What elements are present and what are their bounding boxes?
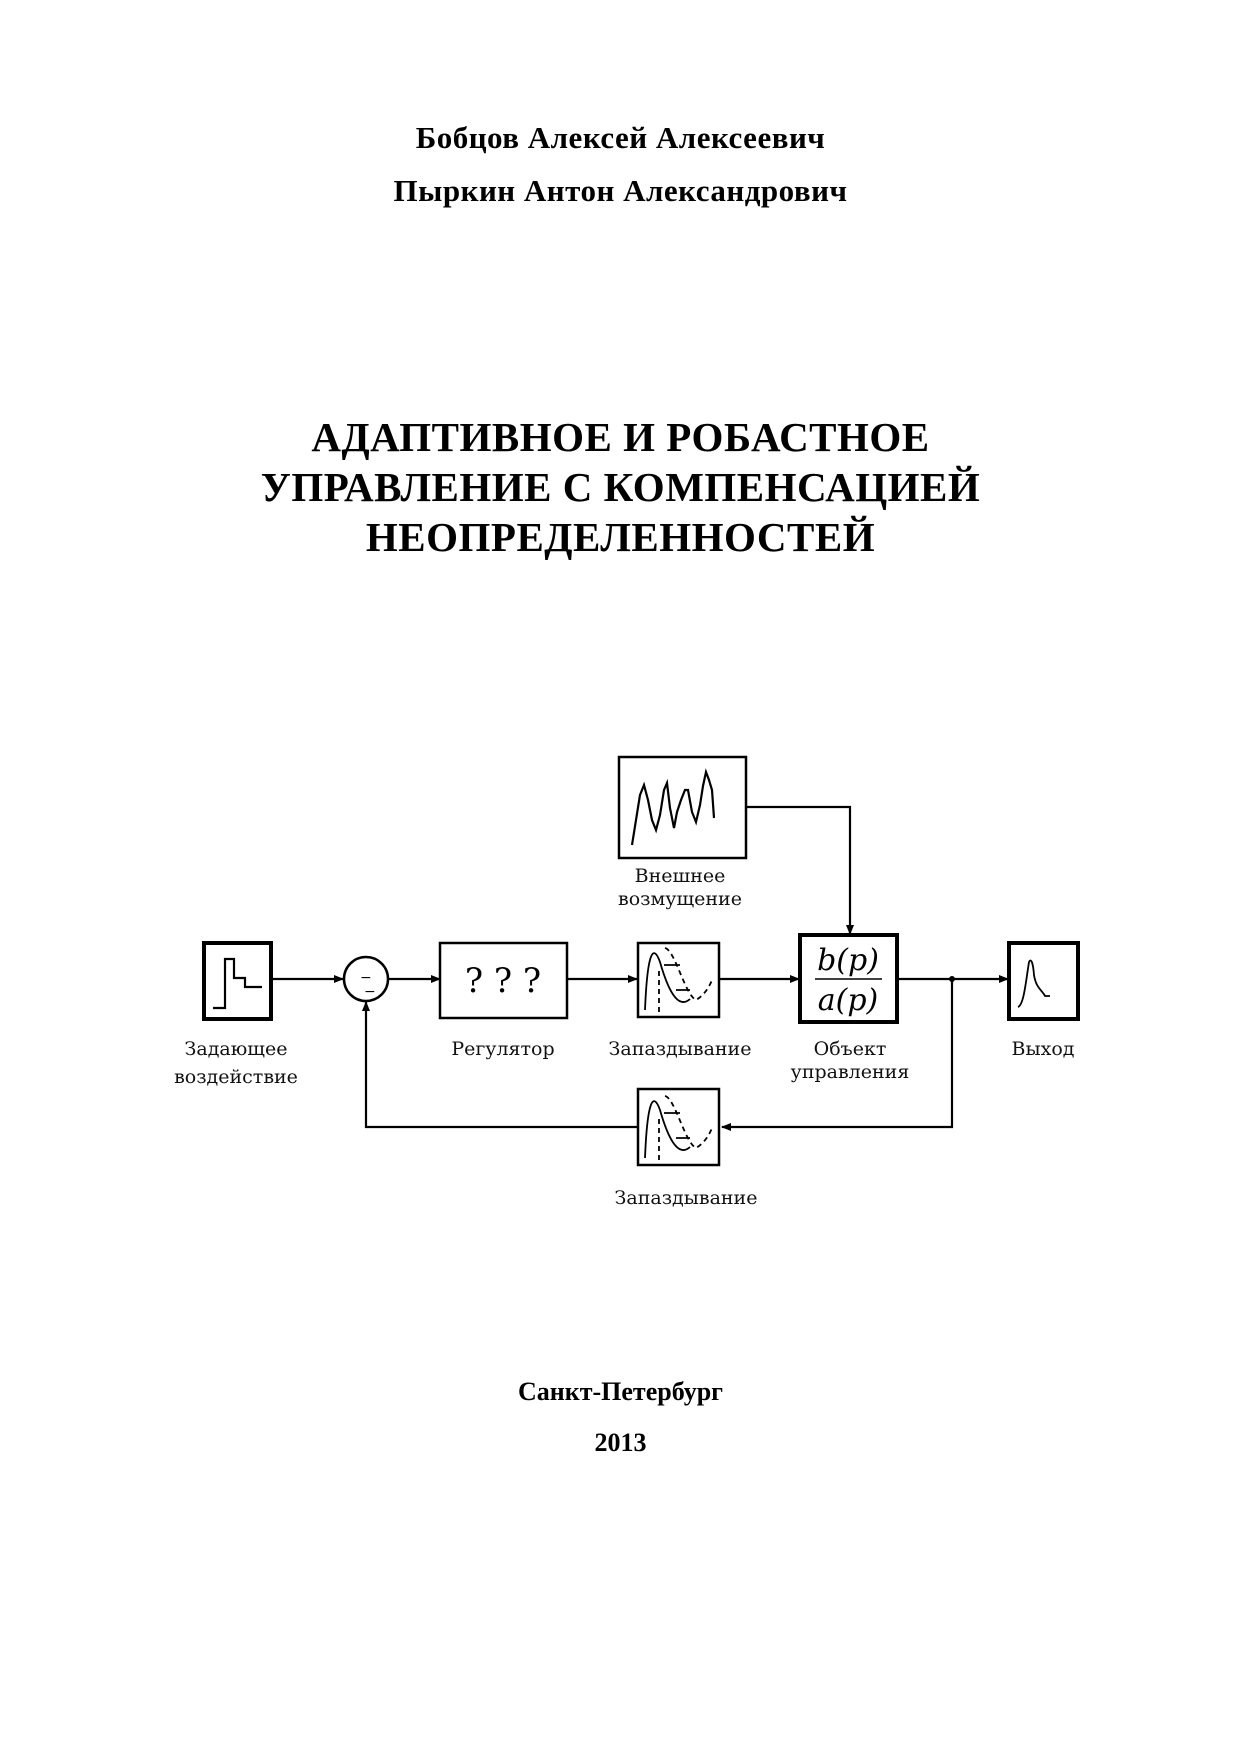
controller-symbol: ? ? ? (465, 961, 541, 1001)
title-line-1: АДАПТИВНОЕ И РОБАСТНОЕ (311, 414, 930, 460)
plant-numerator: b(p) (817, 943, 879, 978)
disturbance-block (617, 755, 748, 860)
year: 2013 (594, 1428, 647, 1457)
feedback-delay-label: Запаздывание (615, 1187, 758, 1209)
feedback-delay-block (636, 1087, 721, 1167)
delay-label: Запаздывание (609, 1038, 752, 1060)
plant-label-1: Объект (814, 1038, 887, 1060)
disturbance-signal-icon (630, 768, 716, 846)
plant-label-2: управления (791, 1061, 910, 1083)
disturbance-label-1: Внешнее (635, 865, 726, 887)
output-signal-icon (1017, 959, 1050, 1008)
title-line-3: НЕОПРЕДЕЛЕННОСТЕЙ (365, 514, 876, 560)
book-title: АДАПТИВНОЕ И РОБАСТНОЕ УПРАВЛЕНИЕ С КОМП… (0, 412, 1241, 562)
delay-block (636, 941, 721, 1019)
step-signal-icon (213, 957, 262, 1010)
sum-sign-1: − (360, 970, 372, 986)
feedback-arrow-to-sum (362, 1001, 638, 1129)
title-line-2: УПРАВЛЕНИЕ С КОМПЕНСАЦИЕЙ (260, 464, 981, 510)
controller-label: Регулятор (451, 1038, 554, 1060)
author-1: Бобцов Алексей Алексеевич (415, 120, 826, 155)
controller-block (438, 941, 569, 1020)
reference-block (202, 941, 273, 1021)
plant-denominator: a(p) (818, 983, 879, 1018)
reference-label-1: Задающее (185, 1038, 288, 1060)
feedback-arrow-in (721, 979, 954, 1131)
disturbance-arrow (746, 805, 854, 935)
disturbance-label-2: возмущение (618, 888, 742, 910)
reference-label-2: воздействие (174, 1066, 298, 1088)
output-label: Выход (1012, 1038, 1075, 1060)
author-2: Пыркин Антон Александрович (393, 173, 848, 208)
city: Санкт-Петербург (518, 1377, 723, 1406)
sum-sign-2: − (364, 984, 376, 1000)
output-block (1007, 941, 1080, 1021)
